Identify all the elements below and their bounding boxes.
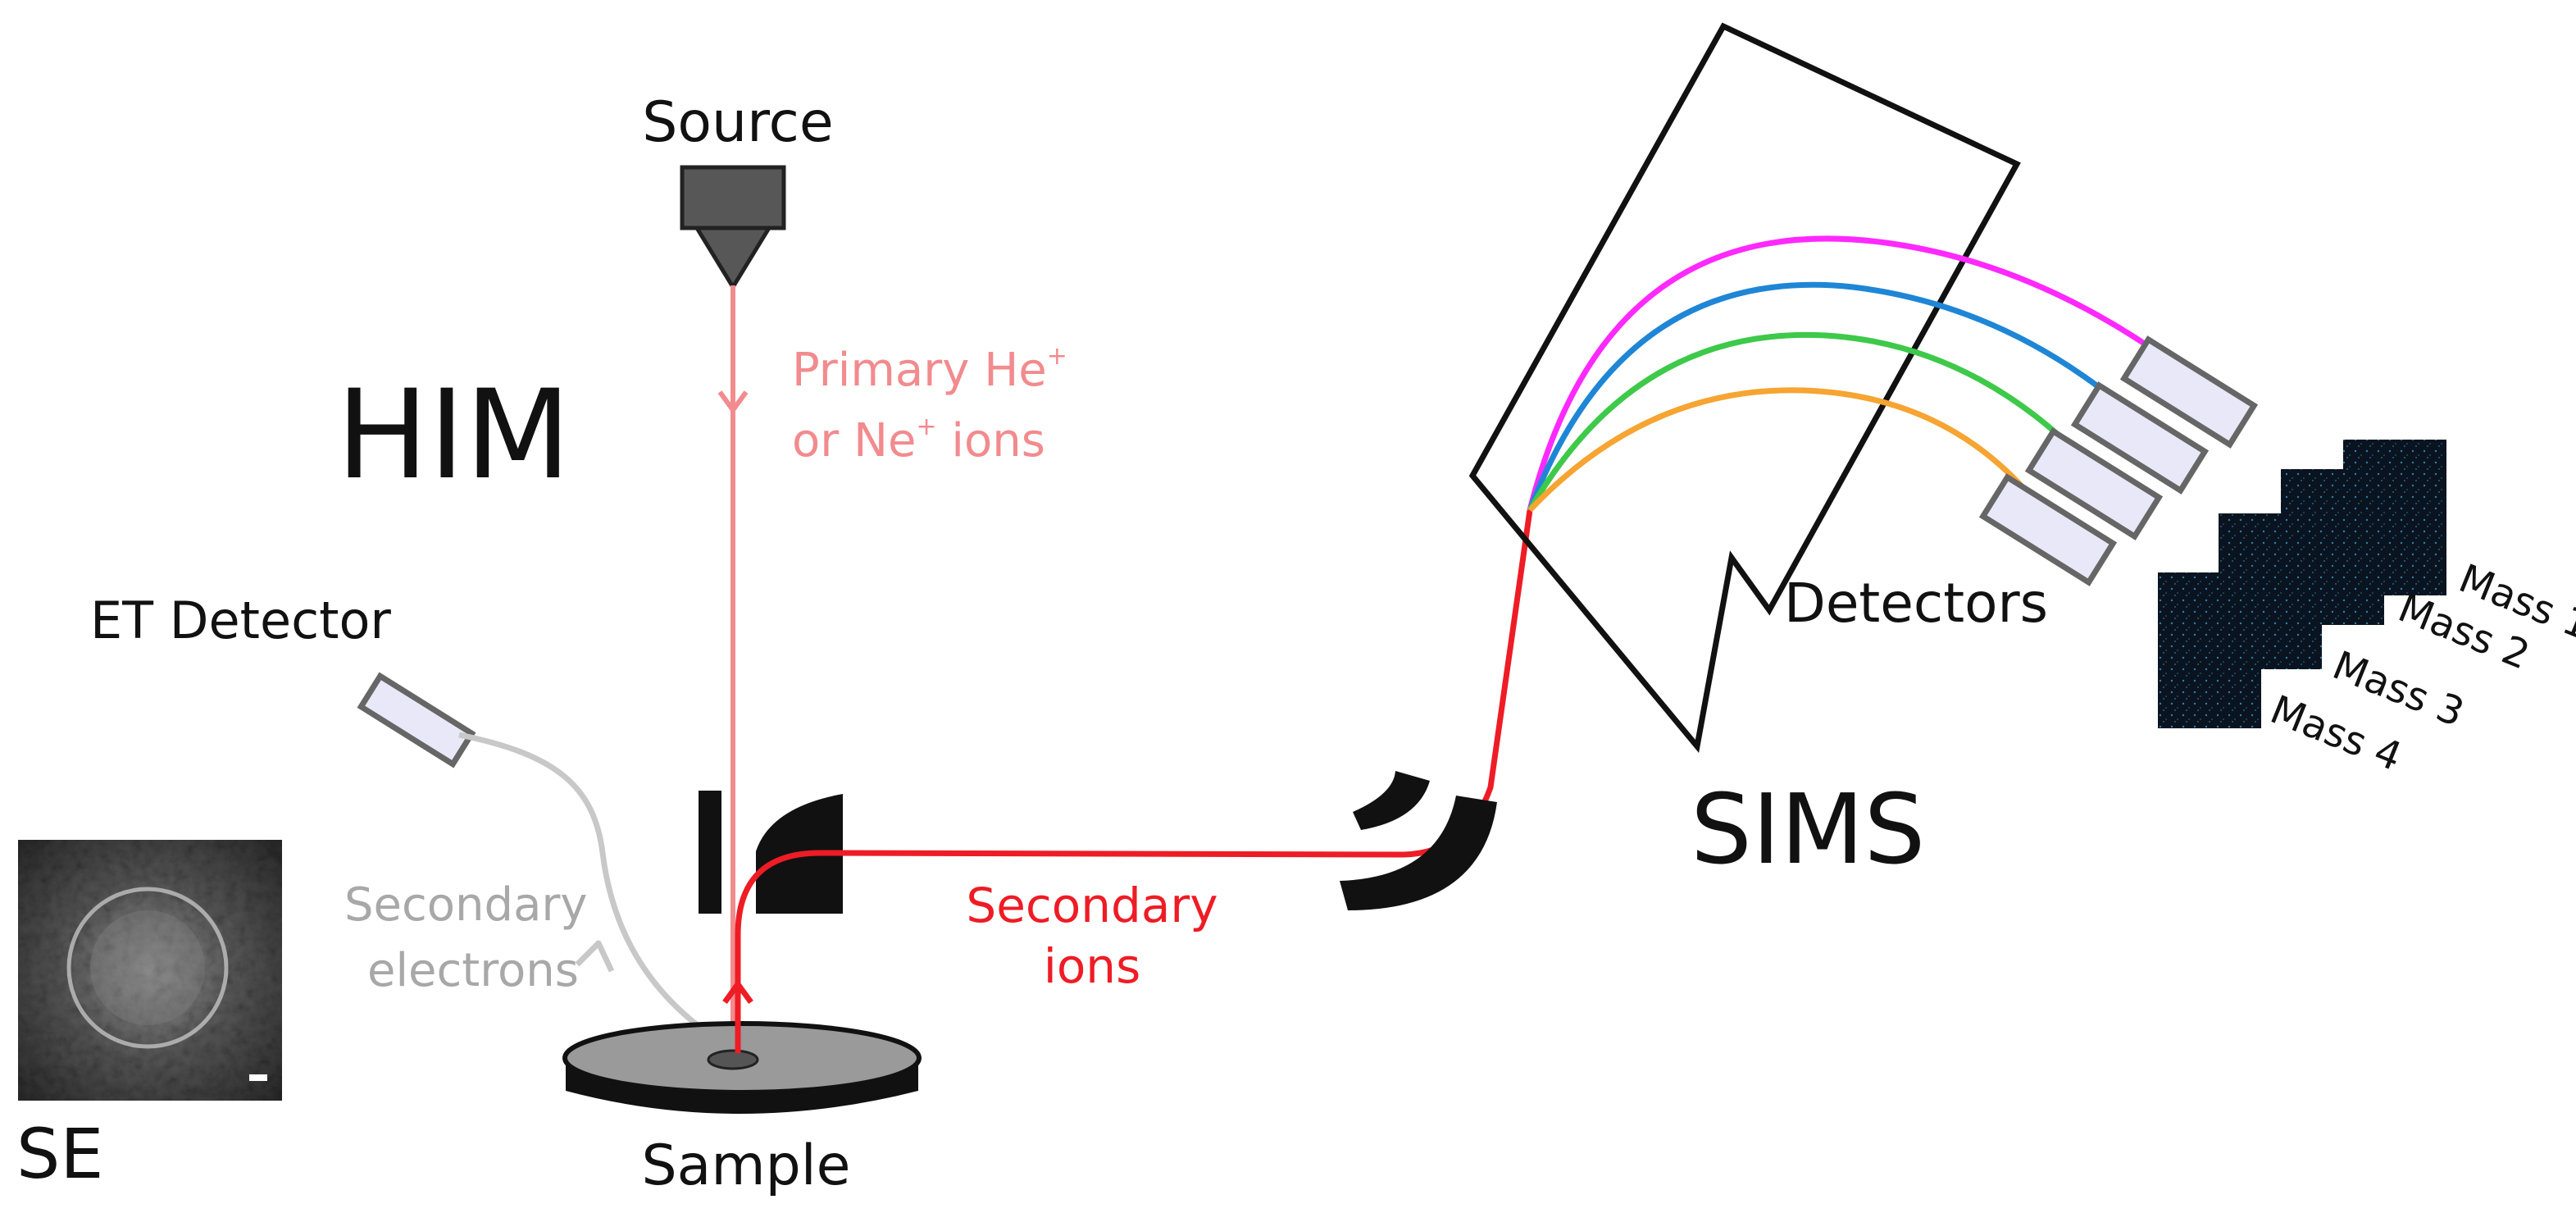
sample-stage-icon (562, 1021, 922, 1114)
detector-icon (2070, 381, 2210, 495)
detector-icon (1978, 473, 2118, 586)
svg-text:or Ne+ ions: or Ne+ ions (792, 413, 1045, 467)
magnetic-sector (1468, 22, 2021, 754)
secondary-ions-line2: ions (1044, 938, 1141, 994)
mass-3-trajectory (1527, 331, 2077, 512)
sample-label: Sample (642, 1133, 851, 1198)
sims-label: SIMS (1691, 773, 1925, 886)
mass-1-trajectory (1527, 235, 2177, 511)
secondary-electrons-line2: electrons (367, 944, 579, 997)
primary-plus-1: + (1047, 342, 1067, 371)
detectors-label: Detectors (1784, 572, 2048, 635)
svg-text:Primary He+: Primary He+ (792, 342, 1067, 397)
se-label: SE (16, 1114, 103, 1194)
primary-label-line2-tail: ions (937, 414, 1045, 467)
primary-label-line1: Primary He (792, 344, 1047, 397)
mass-4-trajectory (1527, 387, 2032, 513)
mass-image-4 (2158, 572, 2261, 728)
primary-ions-label: Primary He+ or Ne+ ions (792, 342, 1067, 467)
mass-2-trajectory (1527, 281, 2124, 512)
micrograph-icon (18, 840, 282, 1101)
mass-trajectories (1527, 235, 2177, 513)
secondary-electrons-line1: Secondary (344, 878, 588, 932)
detector-icon (2024, 427, 2164, 540)
detector-icon (2119, 335, 2259, 449)
secondary-electrons-path (458, 732, 730, 1049)
ion-source-icon (680, 165, 786, 290)
mass-images (2158, 440, 2446, 728)
detector-array (1978, 335, 2259, 586)
detector-icon (357, 672, 476, 768)
primary-beam (717, 285, 749, 1058)
him-label: HIM (336, 364, 571, 507)
et-detector-label: ET Detector (90, 591, 391, 650)
primary-plus-2: + (916, 413, 936, 441)
source-label: Source (642, 90, 834, 155)
primary-label-line2: or Ne (792, 414, 916, 467)
electrostatic-analyzer (1340, 771, 1497, 910)
secondary-ions-line1: Secondary (966, 878, 1217, 933)
